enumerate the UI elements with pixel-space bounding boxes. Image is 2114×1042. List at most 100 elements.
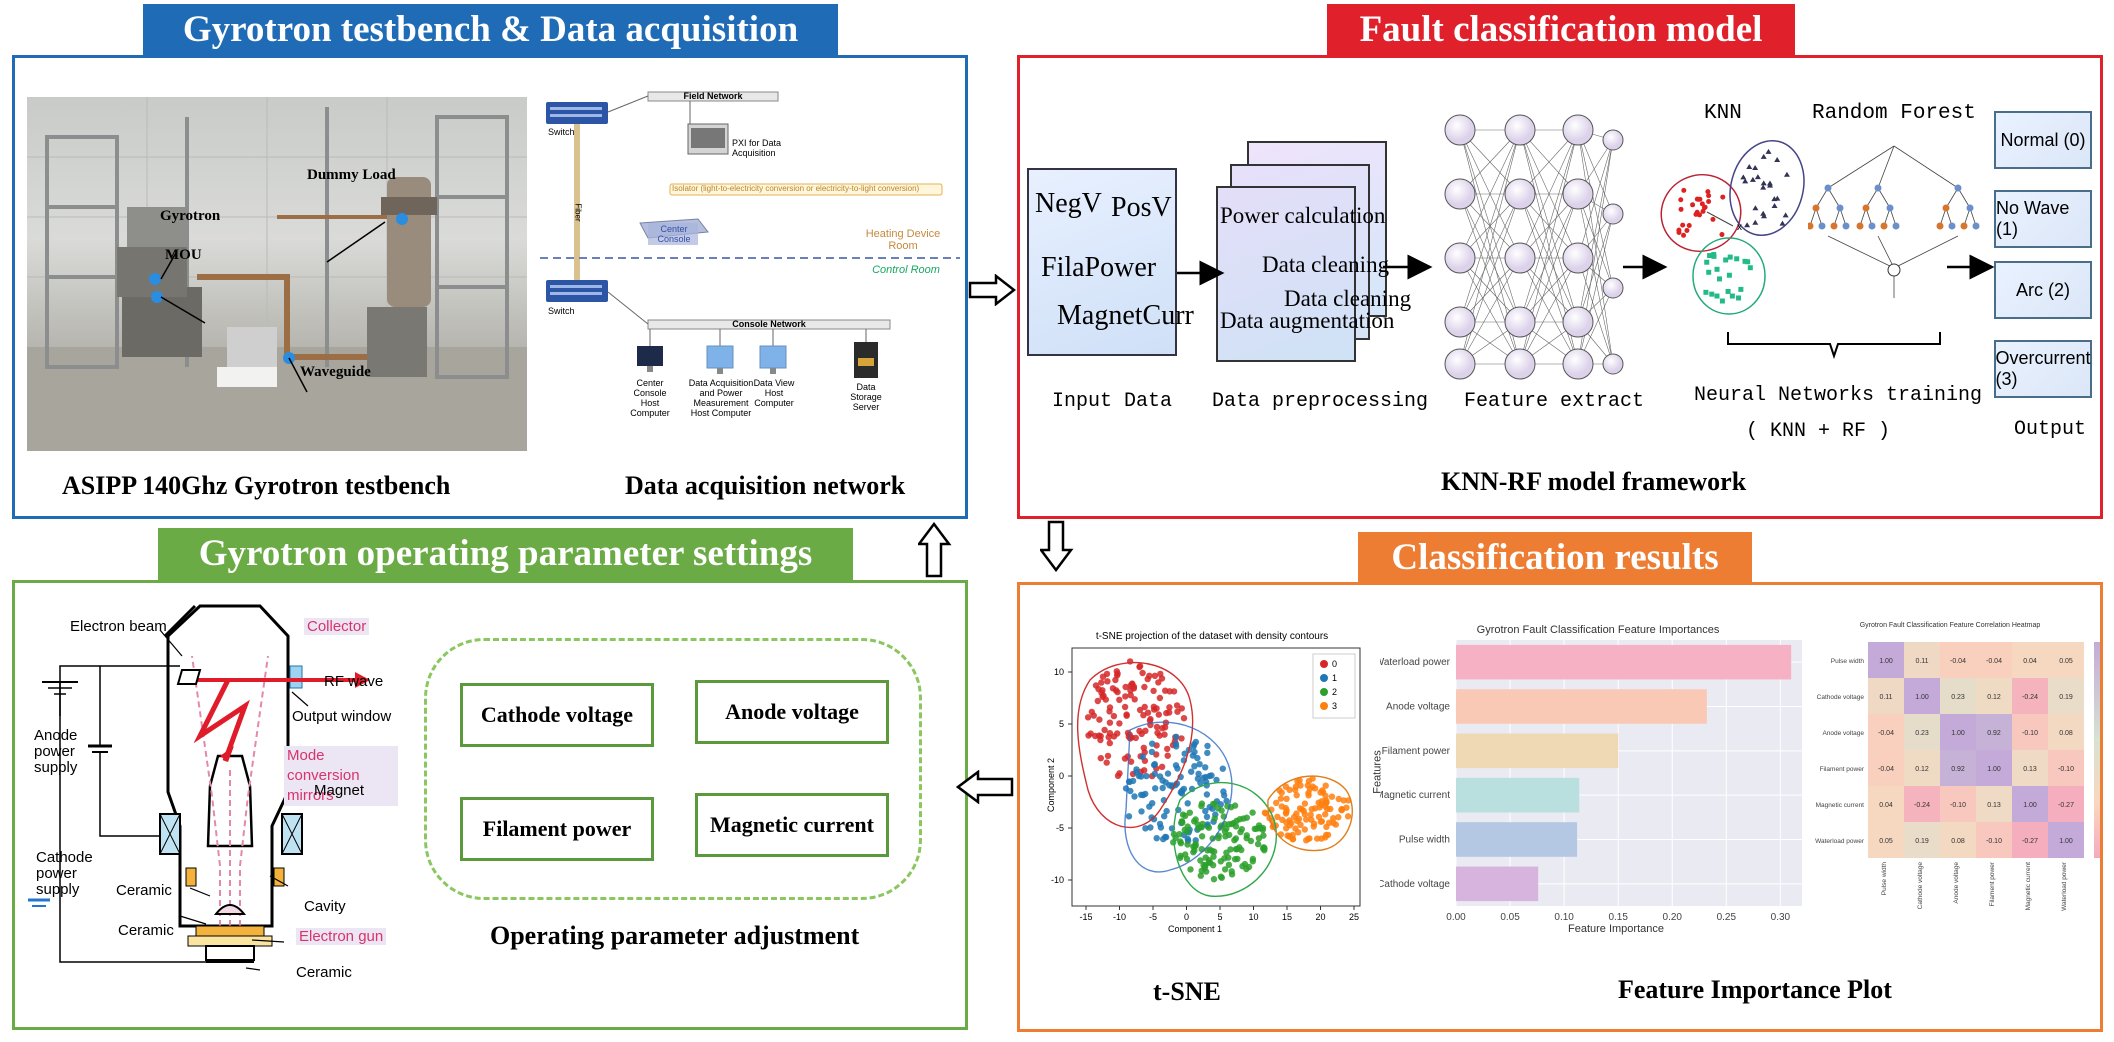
- tsne-point: [1154, 729, 1161, 736]
- tsne-point: [1335, 814, 1342, 821]
- tsne-point: [1187, 866, 1194, 873]
- svg-text:x: x: [1737, 222, 1742, 233]
- knn-point: [1716, 276, 1722, 282]
- rf-node: [1842, 222, 1850, 230]
- knn-point: [1707, 253, 1713, 259]
- caption-knn-rf: KNN-RF model framework: [1441, 467, 1747, 496]
- rf-node: [1880, 222, 1888, 230]
- tsne-point: [1198, 833, 1206, 840]
- tsne-point: [1094, 697, 1101, 705]
- tsne-point: [1106, 739, 1113, 747]
- knn-point: [1681, 187, 1687, 193]
- input-var-negv: NegV: [1035, 188, 1102, 219]
- preproc-power-calc: Power calculation: [1220, 203, 1386, 228]
- tsne-point: [1139, 669, 1146, 677]
- tsne-point: [1177, 789, 1184, 796]
- knn-point: [1765, 148, 1772, 154]
- nn-node: [1602, 353, 1624, 375]
- output-normal: Normal (0): [1994, 111, 2092, 169]
- tsne-point: [1310, 820, 1318, 827]
- heatmap-cell: [1976, 822, 2012, 858]
- tsne-point: [1173, 743, 1180, 750]
- knn-point: [1774, 157, 1781, 163]
- knn-point: [1709, 291, 1715, 297]
- heatmap-cell: [1976, 642, 2012, 678]
- tsne-point: [1324, 831, 1332, 839]
- tsne-point: [1338, 806, 1345, 813]
- heatmap-value: 0.11: [1879, 694, 1892, 701]
- tsne-point: [1131, 793, 1138, 800]
- nn-node: [1562, 242, 1594, 274]
- tsne-xtick: 20: [1315, 912, 1325, 922]
- fi-ylabel: Features: [1371, 750, 1384, 794]
- heatmap-cell: [1868, 786, 1904, 822]
- label-waveguide: Waveguide: [300, 364, 371, 380]
- tsne-point: [1293, 810, 1300, 817]
- label-anode-supply: Anode power supply: [34, 727, 78, 776]
- param-anode-voltage: Anode voltage: [695, 680, 889, 744]
- tsne-point: [1308, 806, 1315, 813]
- tsne-point: [1306, 835, 1313, 842]
- nn-node: [1562, 306, 1594, 338]
- tsne-point: [1300, 807, 1307, 814]
- tsne-point: [1157, 670, 1164, 678]
- tsne-point: [1096, 716, 1103, 723]
- tsne-point: [1184, 823, 1191, 830]
- heatmap-cell: [2012, 678, 2048, 714]
- input-var-magnetcurr: MagnetCurr: [1057, 300, 1194, 331]
- tsne-point: [1161, 813, 1168, 820]
- tsne-point: [1191, 763, 1198, 770]
- knn-point: [1704, 259, 1710, 265]
- tsne-point: [1123, 712, 1130, 719]
- tsne-point: [1122, 785, 1130, 792]
- tsne-point: [1192, 738, 1200, 746]
- heatmap-value: 1.00: [1879, 658, 1893, 665]
- tsne-point: [1122, 693, 1129, 700]
- net-center-console: Center Console: [657, 224, 691, 244]
- knn-point: [1767, 182, 1774, 188]
- tsne-point: [1142, 825, 1149, 832]
- tsne-point: [1139, 753, 1146, 760]
- tsne-point: [1106, 719, 1114, 726]
- preproc-data-cleaning-2: Data cleaning: [1284, 286, 1412, 311]
- tsne-point: [1319, 787, 1326, 794]
- caption-testbench-photo: ASIPP 140Ghz Gyrotron testbench: [62, 471, 451, 500]
- tsne-point: [1238, 846, 1245, 854]
- tsne-point: [1259, 824, 1267, 832]
- fault-flow-arrows: [1177, 254, 1995, 286]
- knn-point: [1738, 286, 1744, 292]
- tsne-point: [1114, 772, 1122, 779]
- heatmap-cell: [1940, 714, 1976, 750]
- tsne-point: [1305, 777, 1313, 785]
- tsne-point: [1158, 763, 1166, 770]
- panel-fault-model: [1017, 55, 2103, 519]
- rf-node: [1954, 184, 1962, 192]
- heatmap-row-label: Cathode voltage: [1817, 694, 1865, 701]
- heatmap-value: 0.04: [1879, 802, 1893, 809]
- tsne-point: [1151, 761, 1158, 768]
- tsne-point: [1221, 792, 1228, 799]
- tsne-point: [1174, 708, 1181, 715]
- nn-node: [1504, 306, 1536, 338]
- tsne-point: [1183, 855, 1191, 863]
- tsne-point: [1148, 748, 1156, 756]
- heatmap-value: 0.19: [2059, 694, 2073, 701]
- knn-point: [1676, 229, 1682, 235]
- rf-node: [1886, 204, 1894, 212]
- heatmap-title: Gyrotron Fault Classification Feature Co…: [1859, 622, 2041, 629]
- heatmap-cell: [1976, 750, 2012, 786]
- tsne-point: [1164, 752, 1171, 759]
- tsne-point: [1155, 679, 1162, 686]
- tsne-xtick: 5: [1217, 912, 1222, 922]
- knn-point: [1760, 213, 1767, 219]
- net-isolator: Isolator (light-to-electricity conversio…: [672, 184, 920, 193]
- heatmap-cell: [1868, 822, 1904, 858]
- label-mode-conversion: Mode conversion mirrors: [284, 746, 398, 806]
- tsne-point: [1228, 871, 1236, 878]
- rf-node: [1960, 222, 1968, 230]
- tsne-point: [1139, 791, 1147, 799]
- training-brace: [1727, 332, 1941, 360]
- knn-point: [1678, 206, 1684, 212]
- tsne-point: [1097, 736, 1104, 744]
- heatmap-col-label: Cathode voltage: [1917, 862, 1924, 910]
